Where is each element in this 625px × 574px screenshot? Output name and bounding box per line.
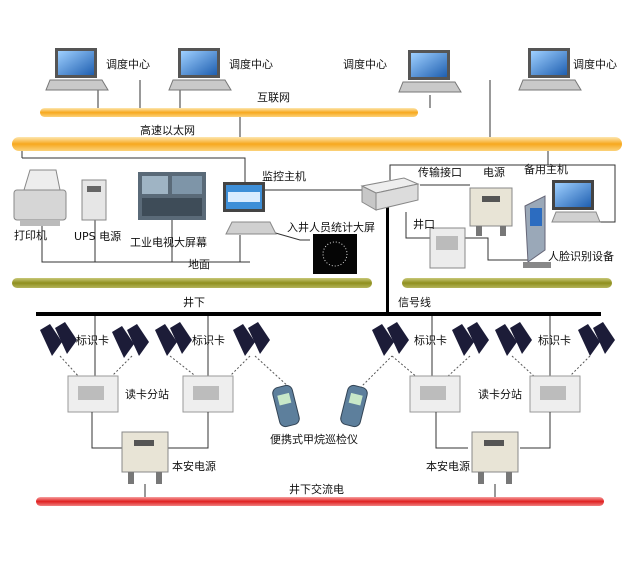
label-tag-card-4: 标识卡 [538, 334, 571, 347]
label-power: 电源 [483, 166, 505, 179]
transmission-interface-device [360, 177, 420, 211]
label-ground: 地面 [188, 258, 210, 271]
label-ethernet: 高速以太网 [140, 124, 195, 137]
gas-detector-2 [340, 384, 368, 428]
power-connectors [91, 412, 551, 449]
label-intrinsic-power-1: 本安电源 [172, 460, 216, 473]
reader-station-3 [409, 375, 461, 413]
label-intrinsic-power-2: 本安电源 [426, 460, 470, 473]
intrinsic-power-2 [471, 431, 519, 497]
label-dispatch-center-4: 调度中心 [573, 58, 617, 71]
label-face-recognition: 人脸识别设备 [548, 250, 614, 263]
reader-station-4 [529, 375, 581, 413]
label-backup-host: 备用主机 [524, 163, 568, 176]
ups-device [81, 179, 107, 221]
label-tag-card-2: 标识卡 [192, 334, 225, 347]
reader-station-1 [67, 375, 119, 413]
label-reader-station-1: 读卡分站 [125, 388, 169, 401]
wellhead-device [429, 227, 466, 269]
label-tag-card-3: 标识卡 [414, 334, 447, 347]
ground-band-left [12, 278, 372, 288]
internet-bus [40, 108, 418, 117]
computer-dispatch-2 [168, 48, 232, 91]
monitor-host-device [223, 182, 277, 235]
ground-connectors [41, 184, 528, 263]
label-dispatch-center-3: 调度中心 [343, 58, 387, 71]
computer-dispatch-1 [45, 48, 109, 91]
computer-dispatch-4 [518, 48, 582, 91]
computer-dispatch-3 [398, 50, 462, 93]
label-ups: UPS 电源 [74, 230, 122, 243]
label-dispatch-center-1: 调度中心 [106, 58, 150, 71]
label-gas-detector: 便携式甲烷巡检仪 [270, 433, 358, 446]
label-underground: 井下 [183, 296, 205, 309]
reader-station-2 [182, 375, 234, 413]
label-printer: 打印机 [14, 229, 47, 242]
label-dispatch-center-2: 调度中心 [229, 58, 273, 71]
signal-line-vertical [386, 200, 389, 314]
label-underground-ac: 井下交流电 [289, 483, 344, 496]
reader-drops [94, 316, 551, 376]
tag-card-cluster-1 [40, 322, 270, 358]
backup-host-device [551, 180, 601, 223]
label-wellhead: 井口 [413, 218, 435, 231]
label-signal-line: 信号线 [398, 296, 431, 309]
intrinsic-power-1 [121, 431, 169, 497]
tag-card-cluster-2 [372, 322, 615, 356]
label-monitor-host: 监控主机 [262, 170, 306, 183]
entry-stats-screen-device [313, 234, 357, 274]
gas-detector-1 [272, 384, 300, 428]
wireless-links [59, 355, 591, 389]
ethernet-bus [12, 137, 622, 151]
power-supply-device [469, 187, 513, 236]
underground-bus [36, 312, 601, 316]
printer-device [13, 169, 67, 226]
label-transmission-interface: 传输接口 [418, 166, 462, 179]
label-internet: 互联网 [257, 91, 290, 104]
label-tag-card-1: 标识卡 [76, 334, 109, 347]
face-recognition-device [523, 195, 551, 268]
label-entry-stats-screen: 入井人员统计大屏 [287, 221, 375, 234]
ground-band-right [402, 278, 612, 288]
label-tv-wall: 工业电视大屏幕 [130, 236, 207, 249]
label-reader-station-2: 读卡分站 [478, 388, 522, 401]
tv-wall-device [138, 172, 206, 220]
underground-ac-line [36, 497, 604, 506]
